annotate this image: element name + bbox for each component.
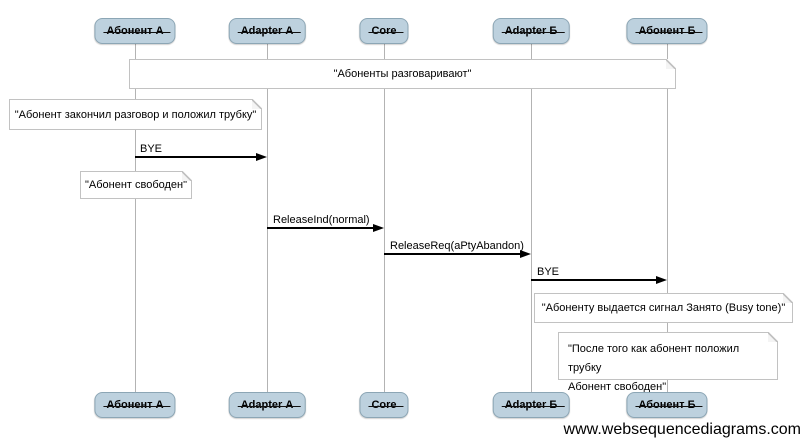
- note-subscriber-free-a: "Абонент свободен": [80, 171, 192, 199]
- actor-abonent-a-label: Абонент А: [103, 25, 171, 37]
- actor-adapter-a-label: Adapter А: [237, 25, 300, 37]
- actor-adapter-b-bottom: Adapter Б: [492, 392, 570, 418]
- note-conversation-text: "Абоненты разговаривают": [333, 68, 472, 80]
- note-subscriber-free-a-text: "Абонент свободен": [84, 179, 188, 191]
- note-hangup-text: "Абонент закончил разговор и положил тру…: [14, 108, 257, 121]
- note-fold-icon: [768, 332, 778, 342]
- message-releaseind-line: [267, 227, 377, 229]
- actor-abonent-a-label: Абонент А: [103, 399, 171, 411]
- actor-core-top: Core: [359, 18, 409, 44]
- actor-abonent-a-top: Абонент А: [94, 18, 176, 44]
- actor-abonent-b-top: Абонент Б: [626, 18, 708, 44]
- actor-adapter-a-top: Adapter А: [228, 18, 306, 44]
- lifeline-adapter-b: [531, 44, 532, 392]
- message-releasereq-line: [384, 253, 524, 255]
- message-bye-2-line: [531, 279, 659, 281]
- note-after-hangup-line2: Абонент свободен": [568, 381, 667, 393]
- message-bye-1-label: BYE: [140, 143, 163, 155]
- note-after-hangup-line1: "После того как абонент положил трубку: [568, 343, 740, 374]
- note-fold-icon: [666, 59, 676, 69]
- lifeline-core: [384, 44, 385, 392]
- actor-adapter-b-top: Adapter Б: [492, 18, 570, 44]
- actor-abonent-a-bottom: Абонент А: [94, 392, 176, 418]
- actor-abonent-b-bottom: Абонент Б: [626, 392, 708, 418]
- actor-core-label: Core: [368, 399, 404, 411]
- message-bye-2-label: BYE: [537, 266, 560, 278]
- note-fold-icon: [252, 99, 262, 109]
- actor-adapter-a-bottom: Adapter А: [228, 392, 306, 418]
- note-busy-tone: "Абоненту выдается сигнал Занято (Busy t…: [534, 293, 793, 323]
- message-bye-2-arrowhead-icon: [656, 276, 667, 284]
- note-conversation: "Абоненты разговаривают": [129, 59, 676, 89]
- watermark-url: www.websequencediagrams.com: [563, 421, 801, 438]
- message-bye-1-arrowhead-icon: [256, 153, 267, 161]
- message-releasereq-label: ReleaseReq(aPtyAbandon): [390, 240, 524, 252]
- actor-core-label: Core: [368, 25, 404, 37]
- message-releasereq-arrowhead-icon: [520, 250, 531, 258]
- lifeline-abonent-a: [135, 44, 136, 392]
- message-bye-1-line: [135, 156, 259, 158]
- lifeline-abonent-b: [667, 44, 668, 392]
- note-hangup: "Абонент закончил разговор и положил тру…: [9, 99, 262, 130]
- note-busy-tone-text: "Абоненту выдается сигнал Занято (Busy t…: [541, 302, 786, 314]
- actor-adapter-a-label: Adapter А: [237, 399, 300, 411]
- message-releaseind-label: ReleaseInd(normal): [273, 214, 370, 226]
- actor-adapter-b-label: Adapter Б: [501, 25, 564, 37]
- actor-adapter-b-label: Adapter Б: [501, 399, 564, 411]
- note-fold-icon: [182, 171, 192, 181]
- note-after-hangup: "После того как абонент положил трубку А…: [558, 332, 778, 393]
- actor-abonent-b-label: Абонент Б: [635, 25, 703, 37]
- note-fold-icon: [783, 293, 793, 303]
- actor-abonent-b-label: Абонент Б: [635, 399, 703, 411]
- actor-core-bottom: Core: [359, 392, 409, 418]
- lifeline-adapter-a: [267, 44, 268, 392]
- message-releaseind-arrowhead-icon: [373, 224, 384, 232]
